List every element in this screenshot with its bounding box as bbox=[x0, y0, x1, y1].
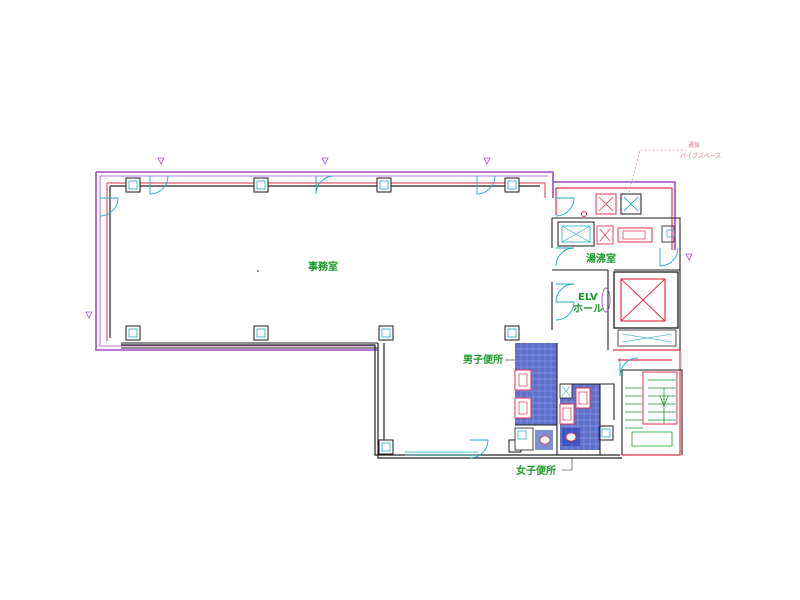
door-swing bbox=[555, 247, 575, 267]
door-swing bbox=[476, 175, 496, 195]
pipe-shaft bbox=[595, 193, 617, 215]
office-inner-red bbox=[106, 182, 546, 341]
lower-wing-walls bbox=[377, 343, 622, 459]
mens-toilet bbox=[514, 343, 558, 455]
columns bbox=[125, 177, 614, 455]
door-swing bbox=[555, 301, 575, 321]
office-inner-black bbox=[109, 185, 620, 456]
door-swing bbox=[469, 439, 489, 459]
kitchen-label: 湯沸室 bbox=[586, 252, 616, 265]
pipe-annotation-2: パイプスペース bbox=[680, 153, 721, 160]
door-swing bbox=[555, 283, 575, 303]
column bbox=[376, 177, 392, 193]
office-label: 事務室 bbox=[308, 260, 338, 273]
elv-label-2: ホール bbox=[573, 303, 603, 315]
door-swing bbox=[315, 175, 335, 195]
stair-walls bbox=[621, 369, 683, 455]
kitchen-fixtures bbox=[557, 221, 675, 247]
pipe-shafts bbox=[581, 149, 686, 217]
door-swings bbox=[99, 175, 679, 459]
womens-toilet-label: 女子便所 bbox=[516, 464, 556, 477]
column bbox=[504, 325, 520, 341]
pipe-annotation-1: 通気 bbox=[688, 141, 700, 149]
pipe-shaft bbox=[620, 193, 642, 215]
column bbox=[125, 325, 141, 341]
office-outer-wall-inner bbox=[99, 175, 548, 347]
column-inner bbox=[128, 180, 611, 452]
elv-label-1: ELV bbox=[578, 292, 598, 303]
elevator-car bbox=[620, 278, 666, 322]
column bbox=[253, 325, 269, 341]
door-swing bbox=[619, 357, 639, 377]
column bbox=[125, 177, 141, 193]
column bbox=[378, 325, 394, 341]
column bbox=[378, 439, 394, 455]
office-south-wall bbox=[121, 342, 378, 349]
door-swing bbox=[659, 247, 679, 267]
elevator bbox=[601, 271, 679, 347]
window-markers bbox=[85, 157, 693, 319]
womens-toilet bbox=[559, 383, 615, 455]
door-swing bbox=[149, 175, 169, 195]
outer-walls bbox=[95, 171, 683, 459]
office-outer-wall bbox=[95, 171, 676, 351]
column bbox=[504, 177, 520, 193]
core-red-outline bbox=[555, 187, 681, 456]
mens-toilet-label: 男子便所 bbox=[463, 353, 503, 366]
stairs bbox=[625, 371, 678, 447]
column bbox=[253, 177, 269, 193]
door-swing bbox=[555, 197, 575, 217]
door-swing bbox=[99, 197, 119, 217]
column bbox=[598, 425, 614, 441]
lower-wing-bottom-detail bbox=[405, 451, 478, 456]
